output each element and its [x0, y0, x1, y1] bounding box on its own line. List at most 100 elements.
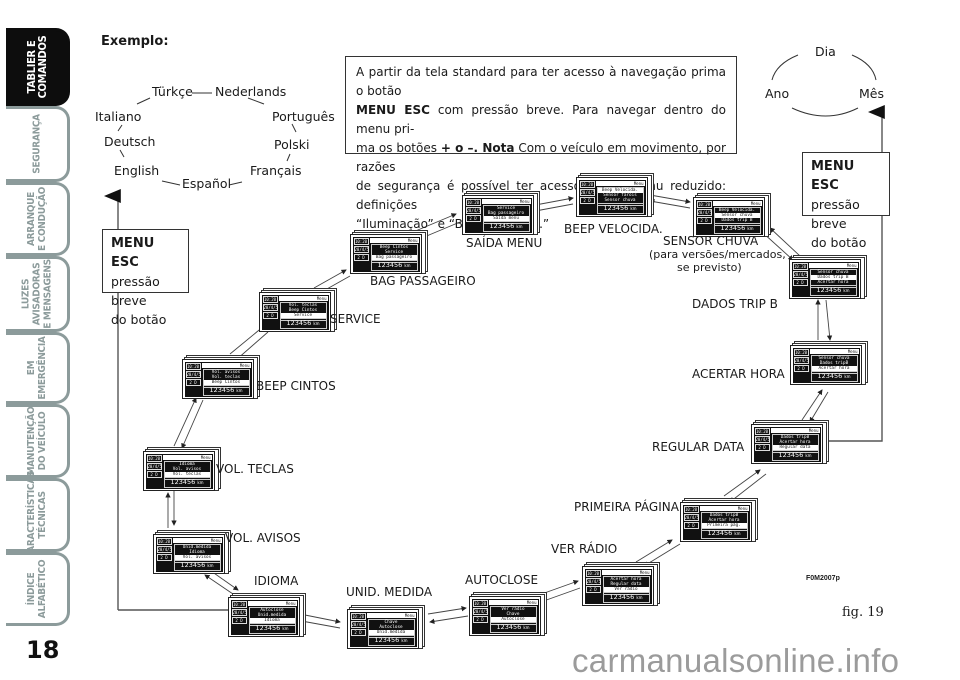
display-menu-line: Idioma [189, 549, 205, 555]
display-menu-line: Vol. teclas [211, 374, 241, 380]
display-menu-line: Vol. teclas [164, 471, 210, 478]
nav-arrow [229, 325, 265, 355]
display-menu-line: Autoclose [260, 607, 284, 613]
tab-luzes-avisadoras[interactable]: LUZES AVISADORAS E MENSAGENS [6, 256, 70, 332]
nav-arrow [649, 199, 691, 209]
display-menu-line: Dados tripB [819, 360, 849, 366]
date-arc [851, 54, 877, 81]
language-polski: Polski [274, 137, 310, 152]
menu-item-label: BEEP CINTOS [256, 379, 336, 393]
menu-item-label: BEEP VELOCIDA. [564, 222, 663, 236]
example-heading: Exemplo: [101, 34, 169, 49]
display-menu-line: Acertar hora [708, 517, 740, 523]
language-portugues: Português [272, 109, 335, 124]
display-odometer: 123456 km [489, 621, 537, 633]
display-menu-line: Dados trip B [810, 274, 856, 280]
display-odometer: 123456 km [248, 622, 296, 634]
display-menu-line: Dados tripB [780, 434, 810, 440]
display-menu-header: Menu [595, 180, 645, 186]
display-menu-header: Menu [278, 295, 328, 301]
menu-item-label: UNID. MEDIDA [346, 585, 433, 599]
nav-arrow [801, 389, 823, 421]
display-menu-line: Sensor chuva [604, 197, 636, 203]
language-francais: Français [250, 163, 302, 178]
language-italiano: Italiano [95, 109, 142, 124]
tab-seguranca[interactable]: SEGURANÇA [6, 106, 70, 182]
menu-item-label: VER RÁDIO [551, 542, 618, 556]
menu-item-label: SENSOR CHUVA [663, 234, 759, 248]
lang-connector [136, 97, 151, 105]
display-menu-line: Service [496, 205, 516, 211]
display-odometer: 123456 km [809, 284, 857, 296]
display-menu-header: Menu [162, 454, 212, 460]
tab-tablier-e-comandos[interactable]: TABLIER E COMANDOS [6, 28, 70, 106]
instruction-note: A partir da tela standard para ter acess… [345, 56, 737, 231]
display-menu-line: Idioma [179, 461, 195, 467]
nav-arrow [204, 574, 234, 595]
tab-indice-alfabetico[interactable]: ÍNDICE ALFABÉTICO [6, 552, 70, 626]
display-odometer: 123456 km [596, 202, 644, 214]
display-odometer: 123456 km [771, 449, 819, 461]
tab-caracteristicas-tecnicas[interactable]: CARACTERÍSTICAS TÉCNICAS [6, 471, 70, 559]
display-menu-line: Unid.medida [257, 612, 287, 618]
display-menu-line: Vol. avisos [172, 466, 202, 472]
display-menu-line: Chave [384, 619, 398, 625]
display-menu-line: Beep Velocida. [597, 187, 643, 193]
menu-item-label: BAG PASSAGEIRO [370, 274, 476, 288]
nav-arrow [173, 397, 197, 447]
tab-em-emergencia[interactable]: EM EMERGÊNCIA [6, 332, 70, 404]
nav-arrow [825, 299, 833, 341]
display-menu-line: Acertar hora [817, 279, 849, 285]
menu-item-label: PRIMEIRA PÁGINA [574, 500, 679, 514]
display-menu-line: Regular data [772, 444, 818, 451]
display-menu-line: Vol. teclas [288, 302, 318, 308]
figure-label: fig. 19 [842, 605, 884, 620]
display-menu-line: Sensor farois [603, 192, 637, 198]
nav-arrow [429, 615, 469, 624]
display-menu-line: Beep Cintos [379, 244, 409, 250]
display-odometer: 123456 km [602, 591, 650, 603]
tab-manutencao-do-veiculo[interactable]: MANUTENÇÃO DO VEÍCULO [6, 404, 70, 478]
display-menu-line: Acertar hora [610, 576, 642, 582]
display-menu-line: Vol. avisos [174, 554, 220, 561]
display-odometer: 123456 km [713, 222, 761, 234]
display-menu-header: Menu [712, 200, 762, 206]
date-dia: Dia [815, 44, 836, 59]
menu-esc-box-left: MENU ESC pressão breve do botão [102, 229, 189, 327]
display-menu-line: Bag passageiro [371, 254, 417, 261]
nav-arrow [313, 269, 347, 289]
display-odometer: 123456 km [810, 370, 858, 382]
menu-item-label: DADOS TRIP B [692, 297, 778, 311]
display-menu-line: Unid.medida [368, 629, 414, 636]
display-menu-line: Beep Cintos [203, 379, 249, 386]
language-espanol: Español [182, 176, 232, 191]
display-menu-line: Regular data [610, 581, 642, 587]
display-menu-header: Menu [247, 600, 297, 606]
display-menu-line: Beep Velocida. [718, 207, 756, 213]
tab-arranque-e-conducao[interactable]: ARRANQUE E CONDUÇÃO [6, 182, 70, 256]
menu-item-sublabel: (para versões/mercados, [649, 248, 786, 261]
display-odometer: 123456 km [700, 527, 748, 539]
